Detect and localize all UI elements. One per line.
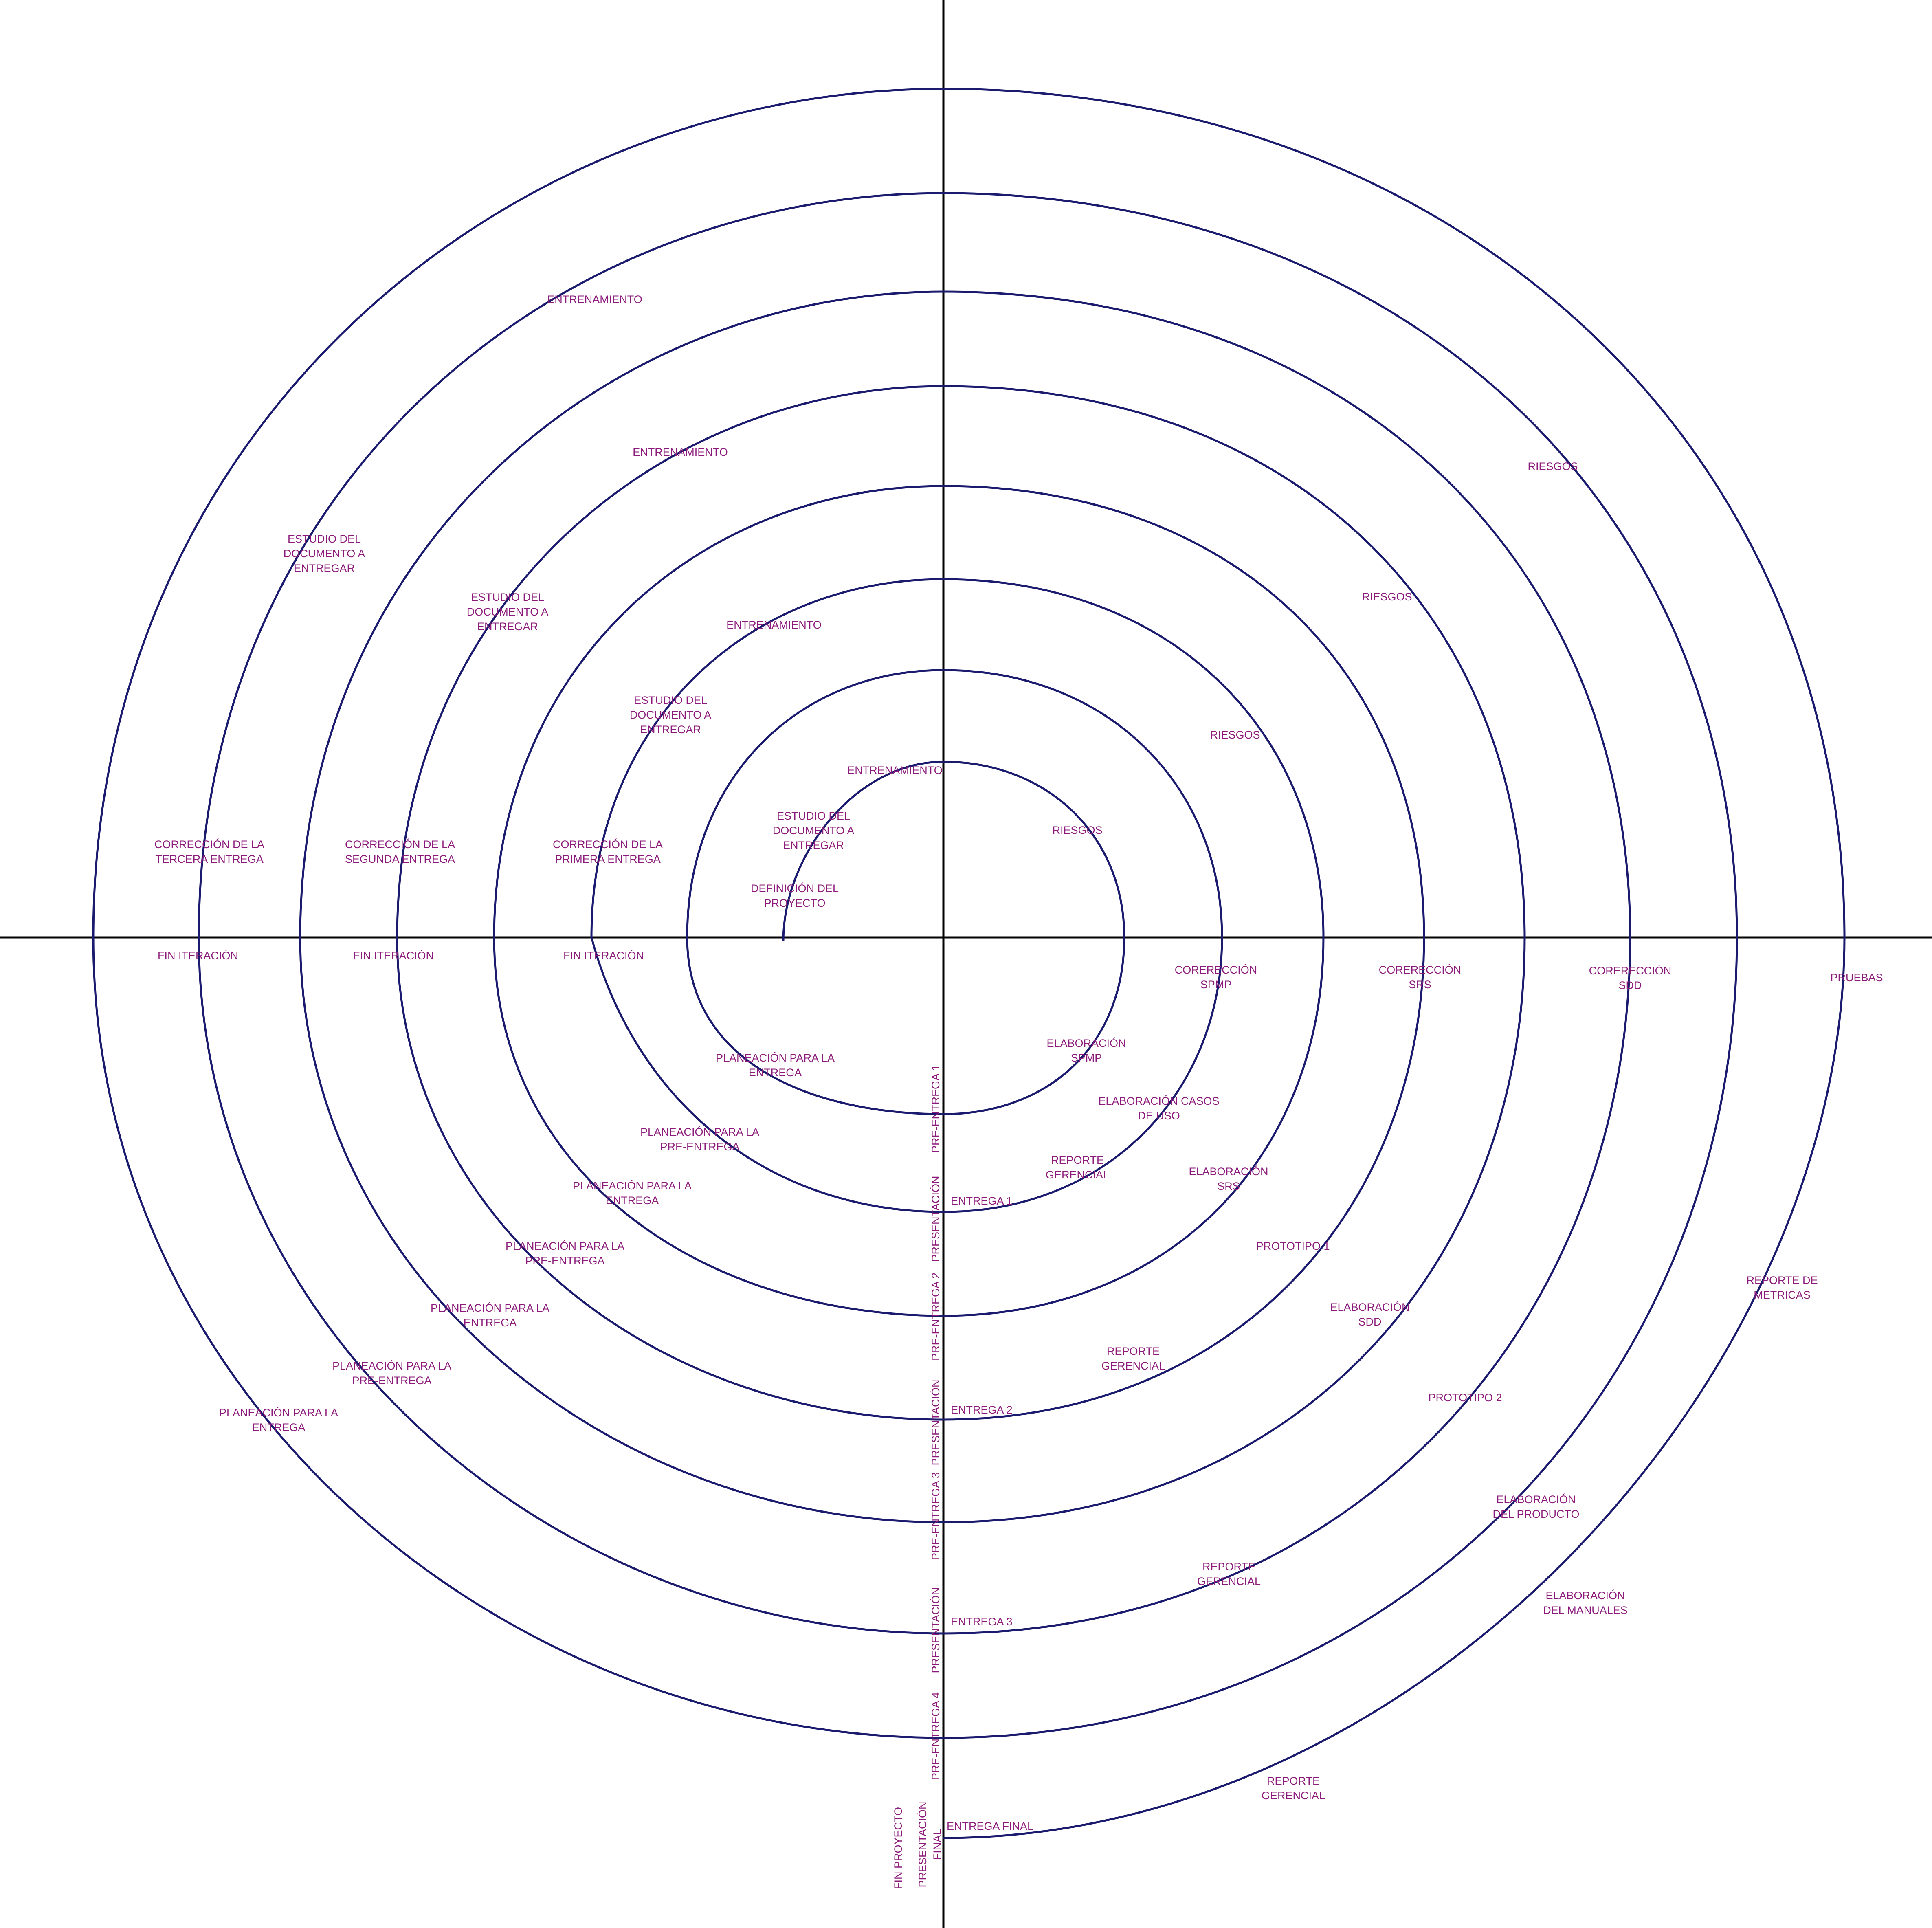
label-entrega-final: ENTREGA FINAL bbox=[947, 1820, 1033, 1832]
label-riesgos-4: RIESGOS bbox=[1528, 460, 1578, 473]
spiral-path bbox=[92, 88, 1846, 1839]
label-pre-entrega-2: PRE-ENTREGA 2 bbox=[930, 1273, 942, 1361]
label-pre-entrega-1: PRE-ENTREGA 1 bbox=[930, 1065, 942, 1153]
label-prototipo-1: PROTOTIPO 1 bbox=[1256, 1240, 1330, 1252]
label-entrenamiento-4: ENTRENAMIENTO bbox=[547, 293, 642, 306]
label-pre-entrega-4: PRE-ENTREGA 4 bbox=[930, 1692, 942, 1780]
label-entrega-1: ENTREGA 1 bbox=[951, 1195, 1013, 1207]
label-pre-entrega-3: PRE-ENTREGA 3 bbox=[930, 1472, 942, 1560]
label-entrenamiento-1: ENTRENAMIENTO bbox=[847, 764, 943, 776]
label-entrenamiento-3: ENTRENAMIENTO bbox=[633, 446, 728, 458]
label-presentacion-1: PRESENTACIÓN bbox=[929, 1176, 942, 1262]
label-entrega-3: ENTREGA 3 bbox=[951, 1616, 1013, 1628]
label-prototipo-2: PROTOTIPO 2 bbox=[1428, 1392, 1502, 1404]
label-pruebas: PRUEBAS bbox=[1830, 972, 1883, 984]
label-fin-iteracion-3: FIN ITERACIÓN bbox=[158, 949, 238, 962]
label-presentacion-2: PRESENTACIÓN bbox=[929, 1379, 942, 1465]
label-presentacion-3: PRESENTACIÓN bbox=[929, 1587, 942, 1673]
label-fin-iteracion-2: FIN ITERACIÓN bbox=[353, 949, 434, 962]
label-entrenamiento-2: ENTRENAMIENTO bbox=[726, 619, 822, 631]
label-entrega-2: ENTREGA 2 bbox=[951, 1404, 1013, 1416]
label-fin-iteracion-1: FIN ITERACIÓN bbox=[563, 949, 644, 962]
label-riesgos-3: RIESGOS bbox=[1362, 591, 1412, 603]
label-riesgos-1: RIESGOS bbox=[1052, 824, 1102, 836]
label-fin-proyecto: FIN PROYECTO bbox=[892, 1807, 904, 1889]
label-riesgos-2: RIESGOS bbox=[1210, 729, 1260, 741]
